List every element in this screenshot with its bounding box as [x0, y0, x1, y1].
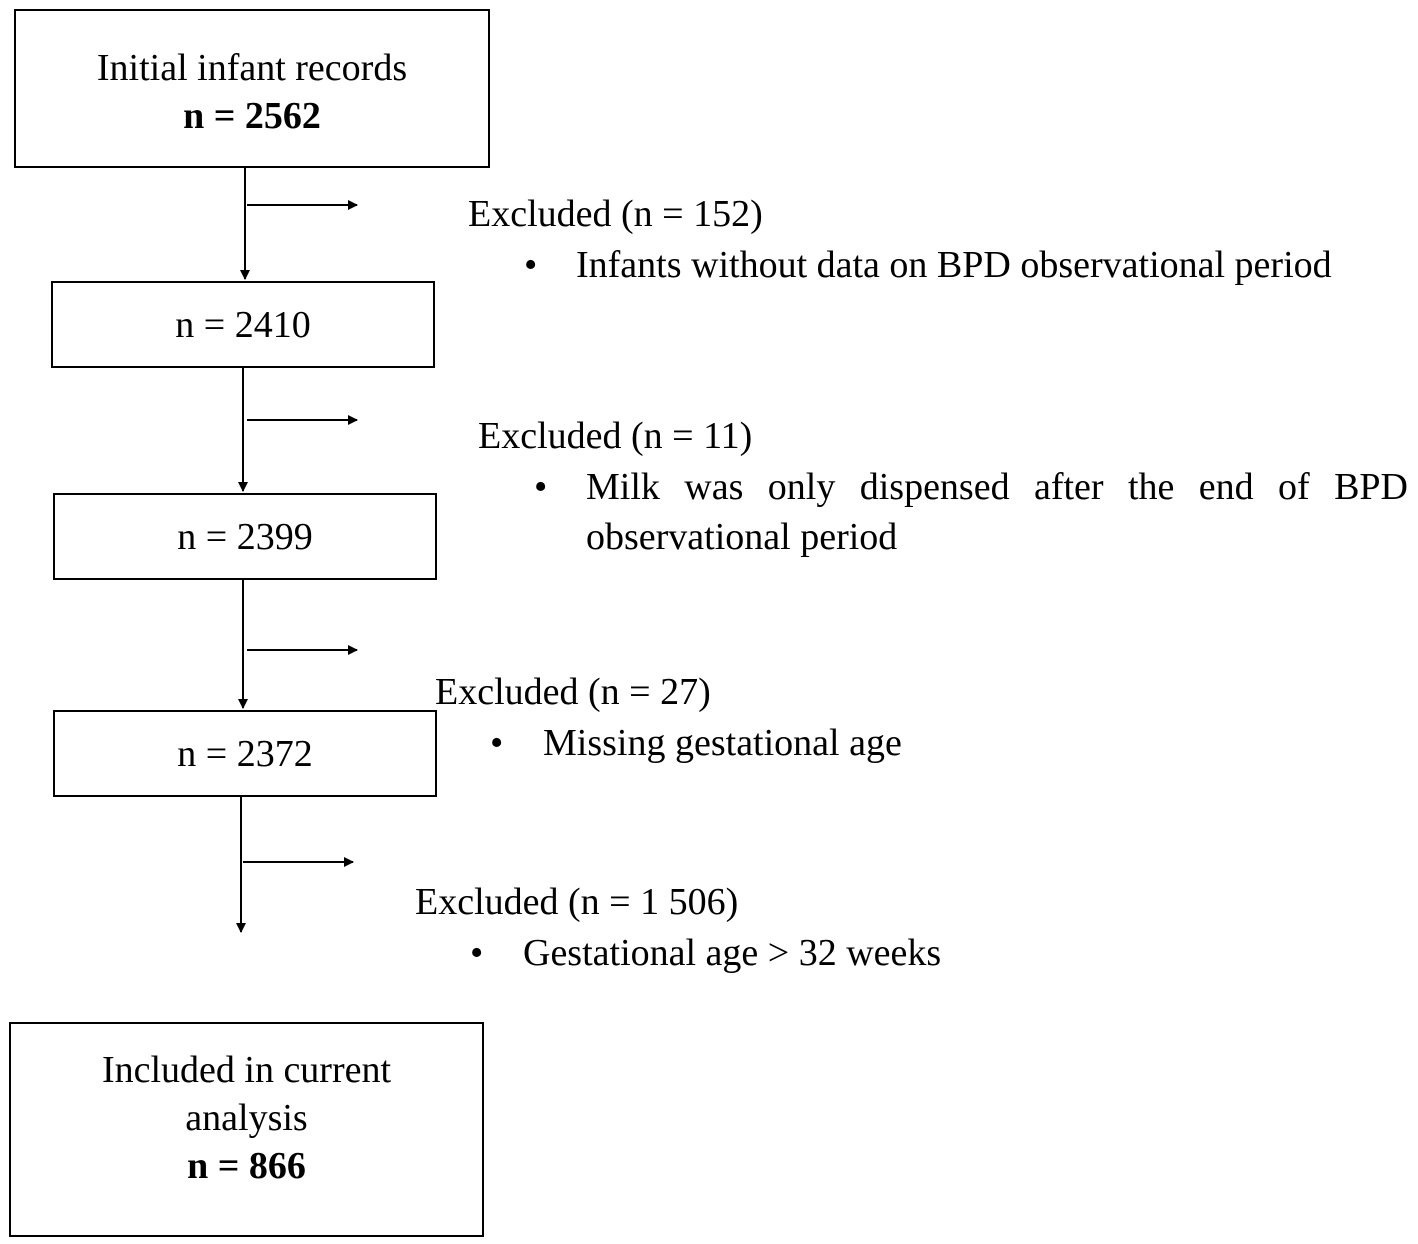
remaining-box-2: n = 2399 — [53, 493, 437, 580]
exclusion-bullet-4: • — [470, 932, 484, 974]
final-analysis-label-2: analysis — [185, 1097, 308, 1139]
final-analysis-box: Included in current analysis n = 866 — [9, 1022, 484, 1237]
exclusion-bullet-3: • — [490, 722, 504, 764]
final-analysis-label-1: Included in current — [101, 1049, 392, 1091]
exclusion-reason-2: Milk was only dispensed after the end of… — [586, 466, 1408, 558]
initial-records-count: n = 2562 — [183, 95, 321, 137]
exclusion-reason-1: Infants without data on BPD observationa… — [576, 244, 1332, 286]
remaining-count-1: n = 2410 — [175, 303, 311, 346]
exclusion-reason-4: Gestational age > 32 weeks — [523, 932, 942, 974]
exclusion-bullet-2: • — [534, 466, 548, 508]
exclusion-bullet-1: • — [524, 244, 538, 286]
final-analysis-count: n = 866 — [187, 1145, 306, 1187]
remaining-count-2: n = 2399 — [177, 515, 313, 558]
exclusion-reason-3: Missing gestational age — [543, 722, 902, 764]
remaining-box-1: n = 2410 — [51, 281, 435, 368]
exclusion-title-3: Excluded (n = 27) — [435, 671, 711, 713]
initial-records-label: Initial infant records — [96, 47, 408, 89]
remaining-count-3: n = 2372 — [177, 732, 313, 775]
exclusion-title-4: Excluded (n = 1 506) — [415, 881, 739, 923]
remaining-box-3: n = 2372 — [53, 710, 437, 797]
initial-records-box: Initial infant records n = 2562 — [14, 9, 490, 168]
exclusion-title-1: Excluded (n = 152) — [468, 193, 763, 235]
exclusion-title-2: Excluded (n = 11) — [478, 415, 753, 457]
